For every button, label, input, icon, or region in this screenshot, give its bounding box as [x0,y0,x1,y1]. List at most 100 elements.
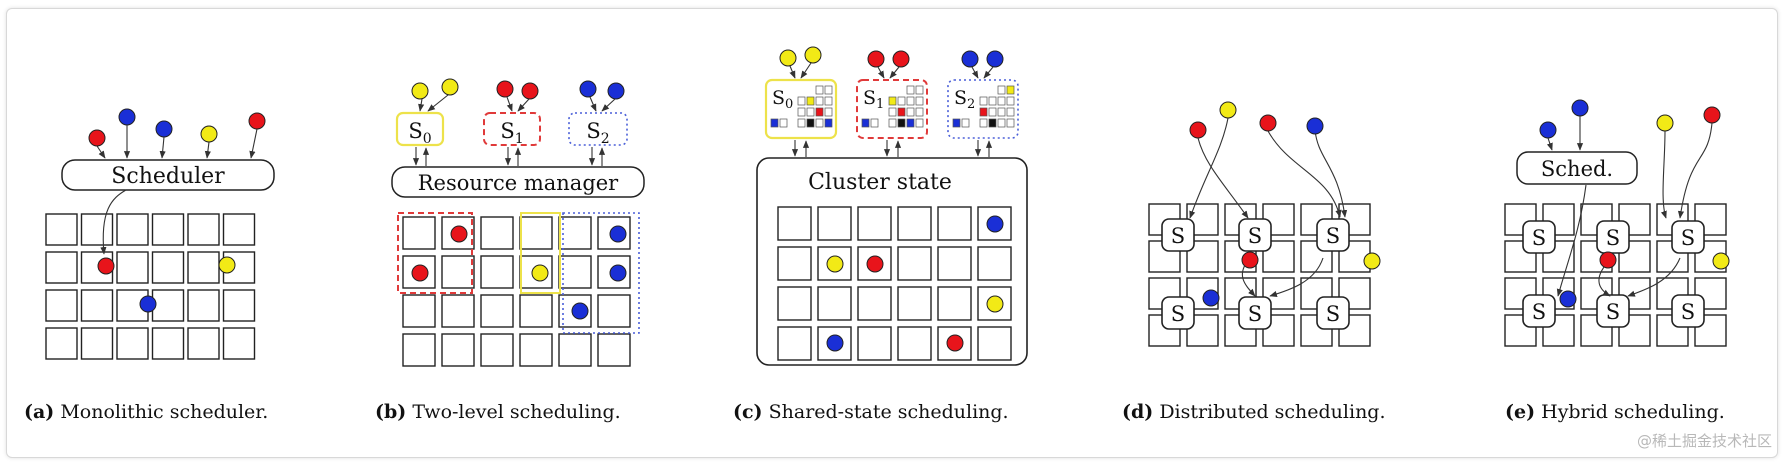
blue-task-dot [1202,289,1220,307]
replica-cell [897,107,906,117]
yellow-task-dot [986,295,1004,313]
task-arrow [800,62,812,79]
task-arrow [1267,130,1342,218]
red-task-dot [88,129,106,147]
blue-task-dot [139,295,157,313]
machine-slot [187,327,220,360]
scheduler-node-label: S [1248,224,1262,248]
task-arrow [601,98,616,112]
scheduler-node [1522,220,1556,254]
machine-slot [1504,277,1537,310]
machine-slot [151,213,185,246]
replica-cell [997,85,1006,95]
blue-task-dot [571,302,589,320]
blue-task-dot [986,215,1004,233]
panel-c-s0-label: S0 [772,87,793,112]
task-arrow [971,66,979,79]
machine-slot [402,333,436,367]
replica-cell [797,107,806,117]
replica-cell [961,118,970,128]
red-task-dot [521,82,539,100]
replica-cell [952,118,961,128]
machine-slot [897,246,932,281]
task-arrow [506,96,513,112]
yellow-task-dot [441,78,459,96]
replica-cell [915,85,924,95]
blue-task-dot [1539,121,1557,139]
panel-d-tasks [1189,101,1381,307]
yellow-task-dot [200,125,218,143]
machine-slot [80,213,114,246]
machine-slot [597,333,631,367]
machine-slot [45,289,78,322]
replica-cell [997,96,1006,106]
machine-slot [519,333,553,367]
panel-b-offer-arrows [412,94,616,166]
panel-c-s2-label: S2 [954,87,975,112]
panel-a-task-queue [88,108,266,313]
yellow-task-dot [531,264,549,282]
machine-slot [897,206,932,241]
yellow-task-dot [804,46,822,64]
replica-cell [888,107,897,117]
red-task-dot [450,225,468,243]
task-arrow [204,141,211,159]
panel-b-s0-label: S0 [408,119,431,147]
scheduler-node [1596,220,1630,254]
machine-slot [222,327,256,360]
task-arrow [1314,129,1348,218]
scheduler-node [1316,296,1350,330]
panel-b-resource-manager-box [391,166,645,198]
machine-slot [519,294,553,328]
blue-task-dot [609,225,627,243]
machine-slot [222,289,256,322]
replica-cell [824,107,833,117]
red-task-dot [1189,121,1207,139]
replica-cell [1006,85,1015,95]
replica-cell [906,118,915,128]
scheduler-node [1161,218,1195,252]
replica-cell [906,96,915,106]
task-arrow [589,96,597,112]
machine-slot [817,206,852,241]
scheduler-node [1522,294,1556,328]
task-arrow [427,94,449,112]
panel-c-cluster-state-label: Cluster state [808,170,952,195]
machine-slot [151,289,185,322]
red-task-dot [248,112,266,130]
scheduler-node-label: S [1532,300,1546,324]
replica-cell [888,118,897,128]
machine-slot [480,333,514,367]
machine-slot [937,206,972,241]
machine-slot [1186,203,1219,236]
scheduler-node-label: S [1606,226,1620,250]
yellow-task-dot [826,255,844,273]
task-arrow [1546,137,1553,151]
scheduler-node-label: S [1532,226,1546,250]
replica-cell [979,107,988,117]
red-task-dot [946,334,964,352]
task-arrow [983,66,994,79]
replica-cell [1006,118,1015,128]
panel-e-sched-label: Sched. [1541,157,1613,181]
blue-task-dot [609,264,627,282]
panel-b-s1-box [483,112,541,146]
blue-task-dot [986,50,1004,68]
machine-slot [45,327,78,360]
machine-slot [151,251,185,284]
machine-slot [519,216,553,250]
replica-cell [988,118,997,128]
scheduler-node-label: S [1248,302,1262,326]
panel-b-s2-label: S2 [586,119,609,147]
blue-task-dot [1306,117,1324,135]
replica-cell [824,85,833,95]
panel-e-tasks [1539,99,1730,308]
replica-cell [906,107,915,117]
machine-slot [187,289,220,322]
machine-slot [480,216,514,250]
scheduler-node-label: S [1326,224,1340,248]
machine-slot [777,206,812,241]
scheduler-node-label: S [1606,300,1620,324]
